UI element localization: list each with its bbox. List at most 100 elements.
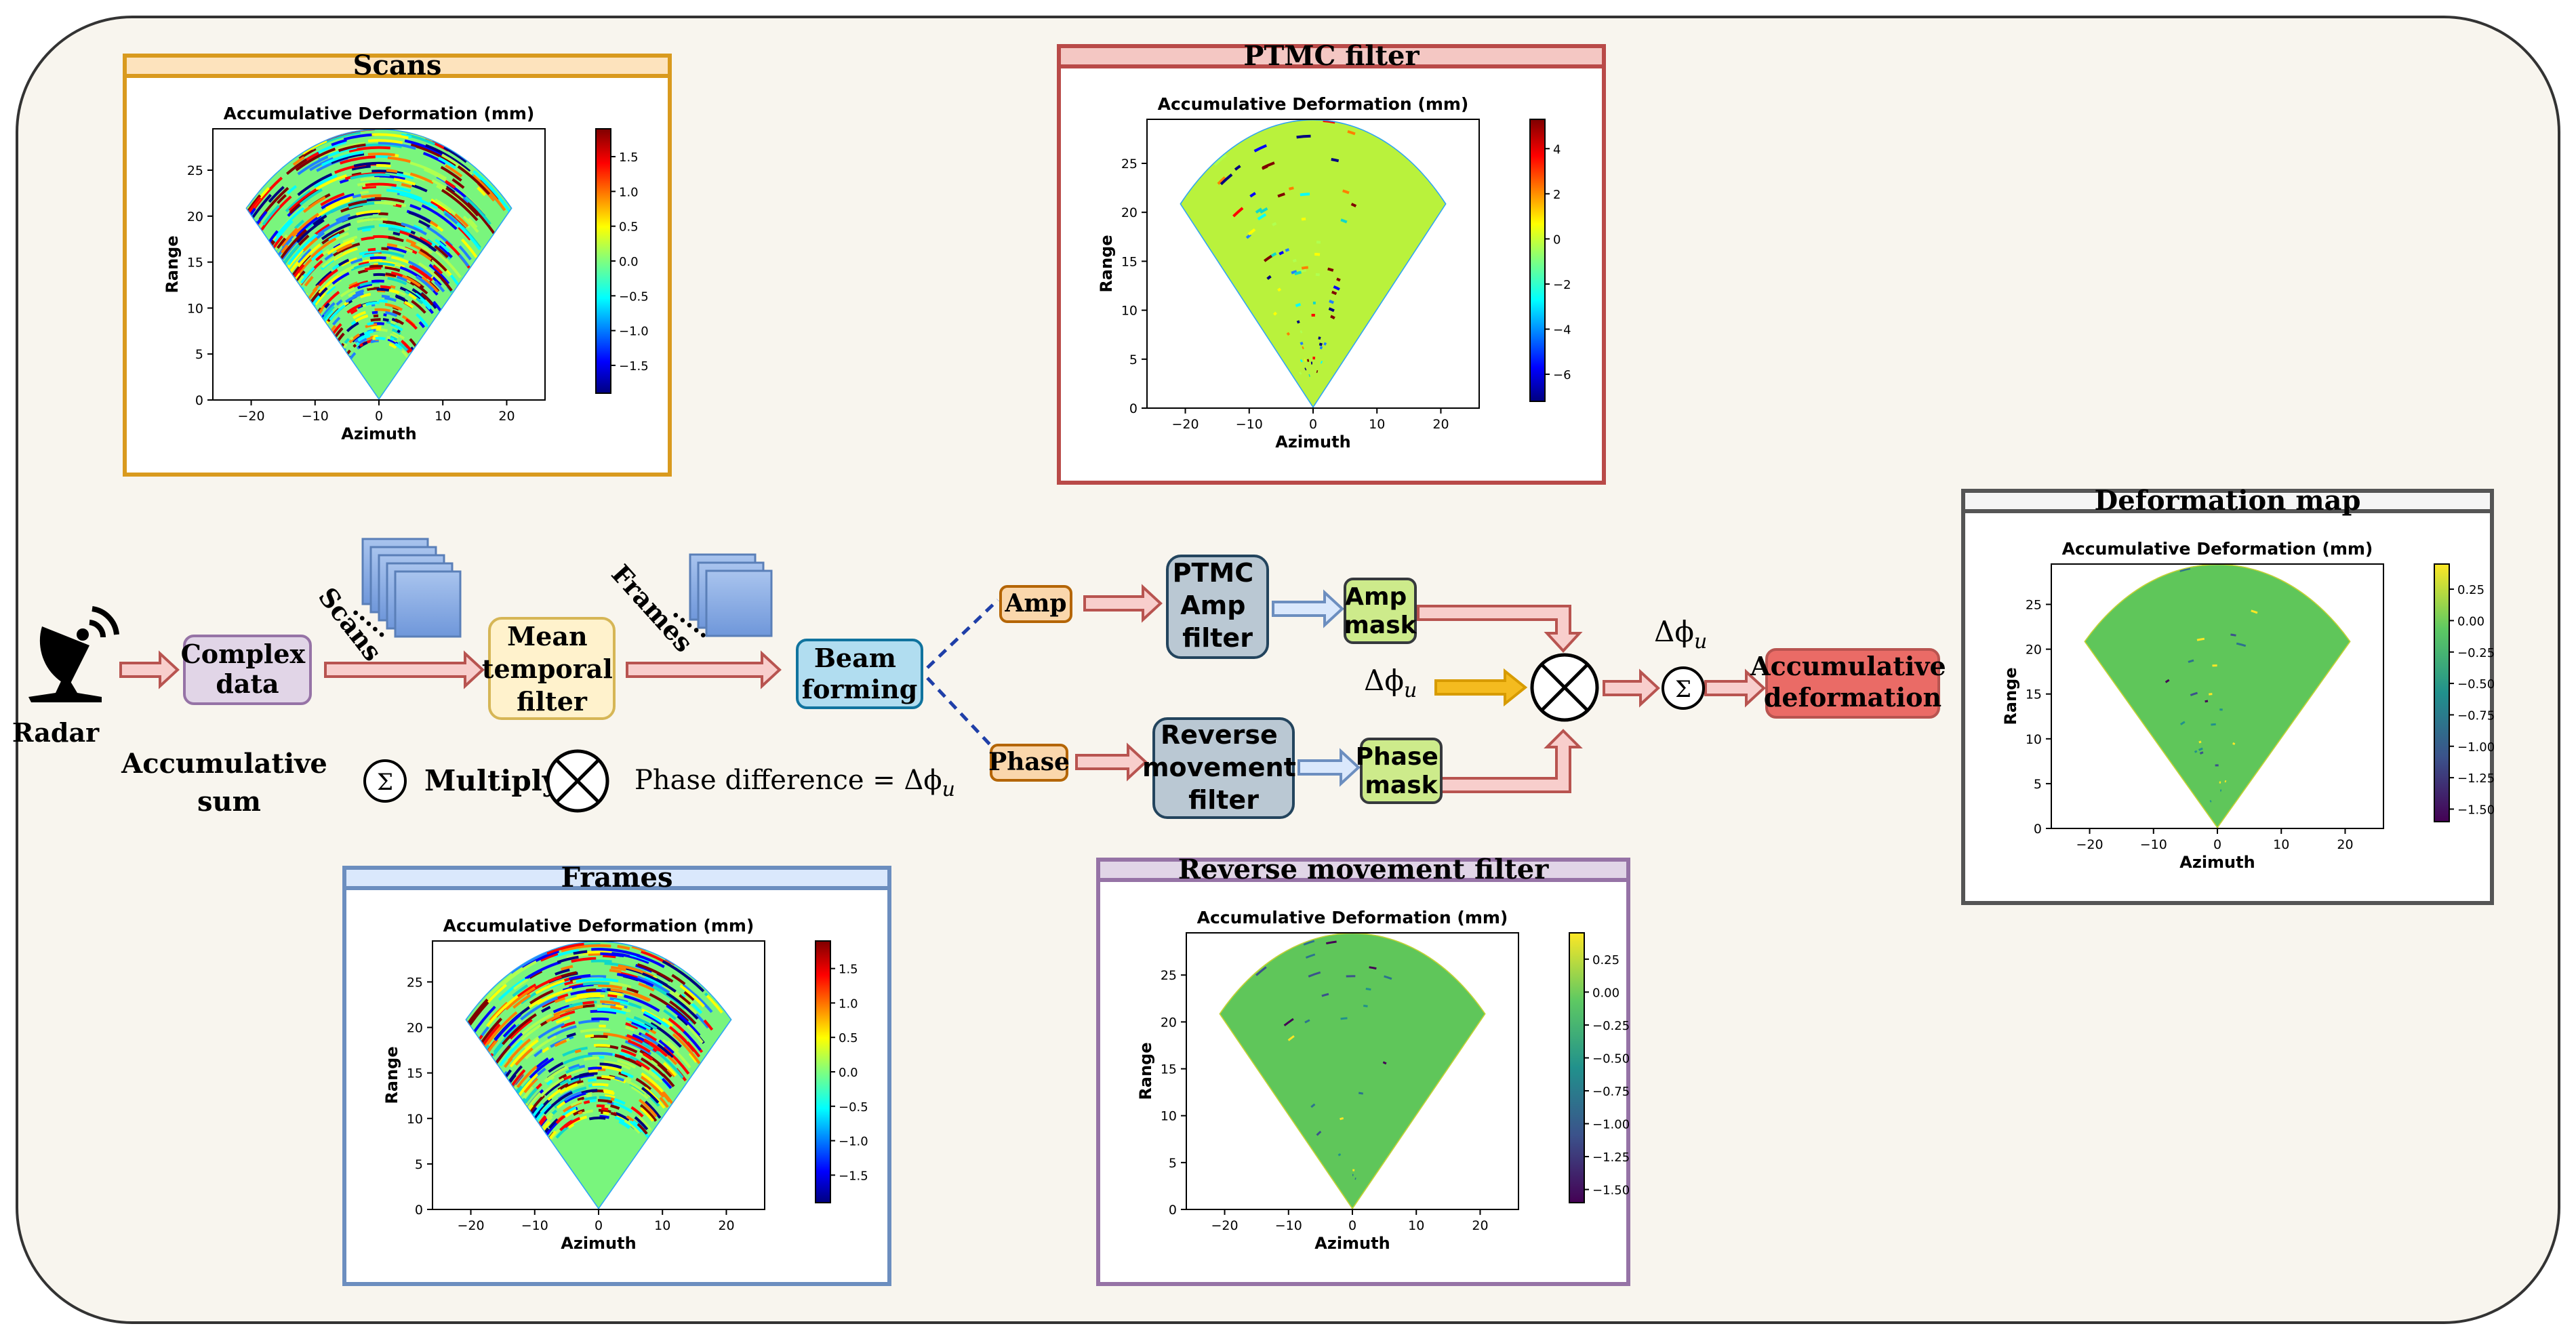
noise-arc xyxy=(585,1036,594,1037)
x-tick-label: −20 xyxy=(237,409,264,424)
noise-arc xyxy=(1297,136,1311,138)
noise-arc xyxy=(1272,223,1276,225)
noise-arc xyxy=(1383,1062,1386,1064)
panel-title: PTMC filter xyxy=(1243,40,1420,72)
noise-arc xyxy=(368,249,376,250)
noise-arc xyxy=(376,338,386,339)
colorbar xyxy=(2434,564,2449,822)
noise-arc xyxy=(360,192,369,193)
x-axis-label: Azimuth xyxy=(561,1234,636,1253)
noise-arc xyxy=(376,165,390,166)
x-tick-label: 10 xyxy=(2273,837,2289,852)
noise-arc xyxy=(2197,639,2205,640)
x-tick-label: −20 xyxy=(457,1218,484,1233)
noise-arc xyxy=(2211,724,2215,725)
x-tick-label: −10 xyxy=(1236,417,1263,432)
colorbar-tick-label: −6 xyxy=(1553,368,1571,382)
x-tick-label: 0 xyxy=(1348,1218,1356,1233)
colorbar-tick-label: −1.0 xyxy=(839,1135,868,1149)
noise-arc xyxy=(1304,360,1305,361)
noise-arc xyxy=(1287,333,1289,334)
noise-arc xyxy=(590,1100,596,1101)
colorbar-tick-label: −0.50 xyxy=(1592,1051,1630,1066)
noise-arc xyxy=(374,203,396,204)
noise-arc xyxy=(603,1113,609,1114)
chart-title: Accumulative Deformation (mm) xyxy=(443,916,754,936)
y-tick-label: 25 xyxy=(407,975,423,990)
noise-arc xyxy=(379,301,388,302)
chart-title: Accumulative Deformation (mm) xyxy=(1158,94,1469,114)
legend-multiply-icon xyxy=(548,751,607,811)
noise-arc xyxy=(607,995,617,997)
noise-arc xyxy=(588,1080,596,1081)
noise-arc xyxy=(583,983,609,984)
y-tick-label: 10 xyxy=(187,301,203,316)
colorbar-tick-label: 2 xyxy=(1553,188,1561,202)
colorbar-tick-label: 0.0 xyxy=(619,255,639,269)
colorbar xyxy=(596,129,611,393)
x-tick-label: 0 xyxy=(2213,837,2221,852)
noise-arc xyxy=(1289,188,1293,189)
noise-arc xyxy=(2210,801,2211,802)
colorbar-tick-label: −0.75 xyxy=(1592,1085,1630,1099)
panel-title: Scans xyxy=(353,49,442,81)
y-tick-label: 15 xyxy=(407,1066,423,1081)
y-tick-label: 10 xyxy=(1161,1109,1177,1124)
noise-arc xyxy=(1328,269,1333,270)
noise-arc xyxy=(603,1090,613,1092)
x-tick-label: 0 xyxy=(1309,417,1317,432)
noise-arc xyxy=(362,229,371,230)
panel-title: Deformation map xyxy=(2095,485,2361,517)
svg-text:Σ: Σ xyxy=(377,769,393,796)
noise-arc xyxy=(383,319,389,321)
noise-arc xyxy=(601,1108,608,1109)
colorbar-tick-label: −0.25 xyxy=(2457,646,2495,660)
colorbar-tick-label: −1.50 xyxy=(1592,1184,1630,1198)
colorbar-tick-label: 0.25 xyxy=(2457,583,2484,597)
x-tick-label: −20 xyxy=(1211,1218,1238,1233)
y-tick-label: 10 xyxy=(407,1112,423,1127)
y-tick-label: 5 xyxy=(1169,1156,1177,1171)
y-tick-label: 25 xyxy=(1121,157,1138,172)
noise-arc xyxy=(361,195,381,197)
beam-forming-label: Beam forming xyxy=(802,643,918,704)
noise-arc xyxy=(1285,249,1289,251)
noise-arc xyxy=(2195,751,2197,753)
y-tick-label: 0 xyxy=(1129,401,1138,416)
y-tick-label: 0 xyxy=(1169,1203,1177,1218)
noise-arc xyxy=(594,1038,608,1039)
colorbar-tick-label: −1.0 xyxy=(619,325,649,339)
noise-arc xyxy=(390,338,394,340)
noise-arc xyxy=(360,344,363,346)
radar-label: Radar xyxy=(12,717,100,748)
y-tick-label: 5 xyxy=(1129,353,1138,367)
colorbar-tick-label: 0.25 xyxy=(1592,953,1619,967)
noise-arc xyxy=(1278,289,1281,290)
noise-arc xyxy=(1321,362,1323,363)
colorbar-tick-label: −2 xyxy=(1553,278,1571,292)
colorbar-tick-label: −0.50 xyxy=(2457,677,2495,691)
noise-arc xyxy=(395,263,401,264)
colorbar-tick-label: 0.00 xyxy=(1592,986,1619,1000)
colorbar xyxy=(816,941,830,1203)
noise-arc xyxy=(371,319,381,320)
noise-arc xyxy=(1340,1118,1344,1119)
noise-arc xyxy=(584,1102,589,1103)
noise-arc xyxy=(1279,252,1283,254)
colorbar-tick-label: 0.0 xyxy=(839,1066,858,1080)
x-tick-label: −10 xyxy=(302,409,329,424)
noise-arc xyxy=(1337,279,1340,280)
noise-arc xyxy=(1338,1155,1340,1156)
noise-arc xyxy=(2209,694,2212,695)
colorbar-tick-label: 1.5 xyxy=(839,963,858,977)
y-tick-label: 0 xyxy=(2034,822,2042,837)
y-axis-label: Range xyxy=(382,1046,401,1104)
x-tick-label: −10 xyxy=(1275,1218,1302,1233)
noise-arc xyxy=(611,1113,617,1115)
noise-arc xyxy=(589,1118,605,1119)
y-axis-label: Range xyxy=(2001,667,2020,725)
y-tick-label: 20 xyxy=(2026,643,2042,658)
